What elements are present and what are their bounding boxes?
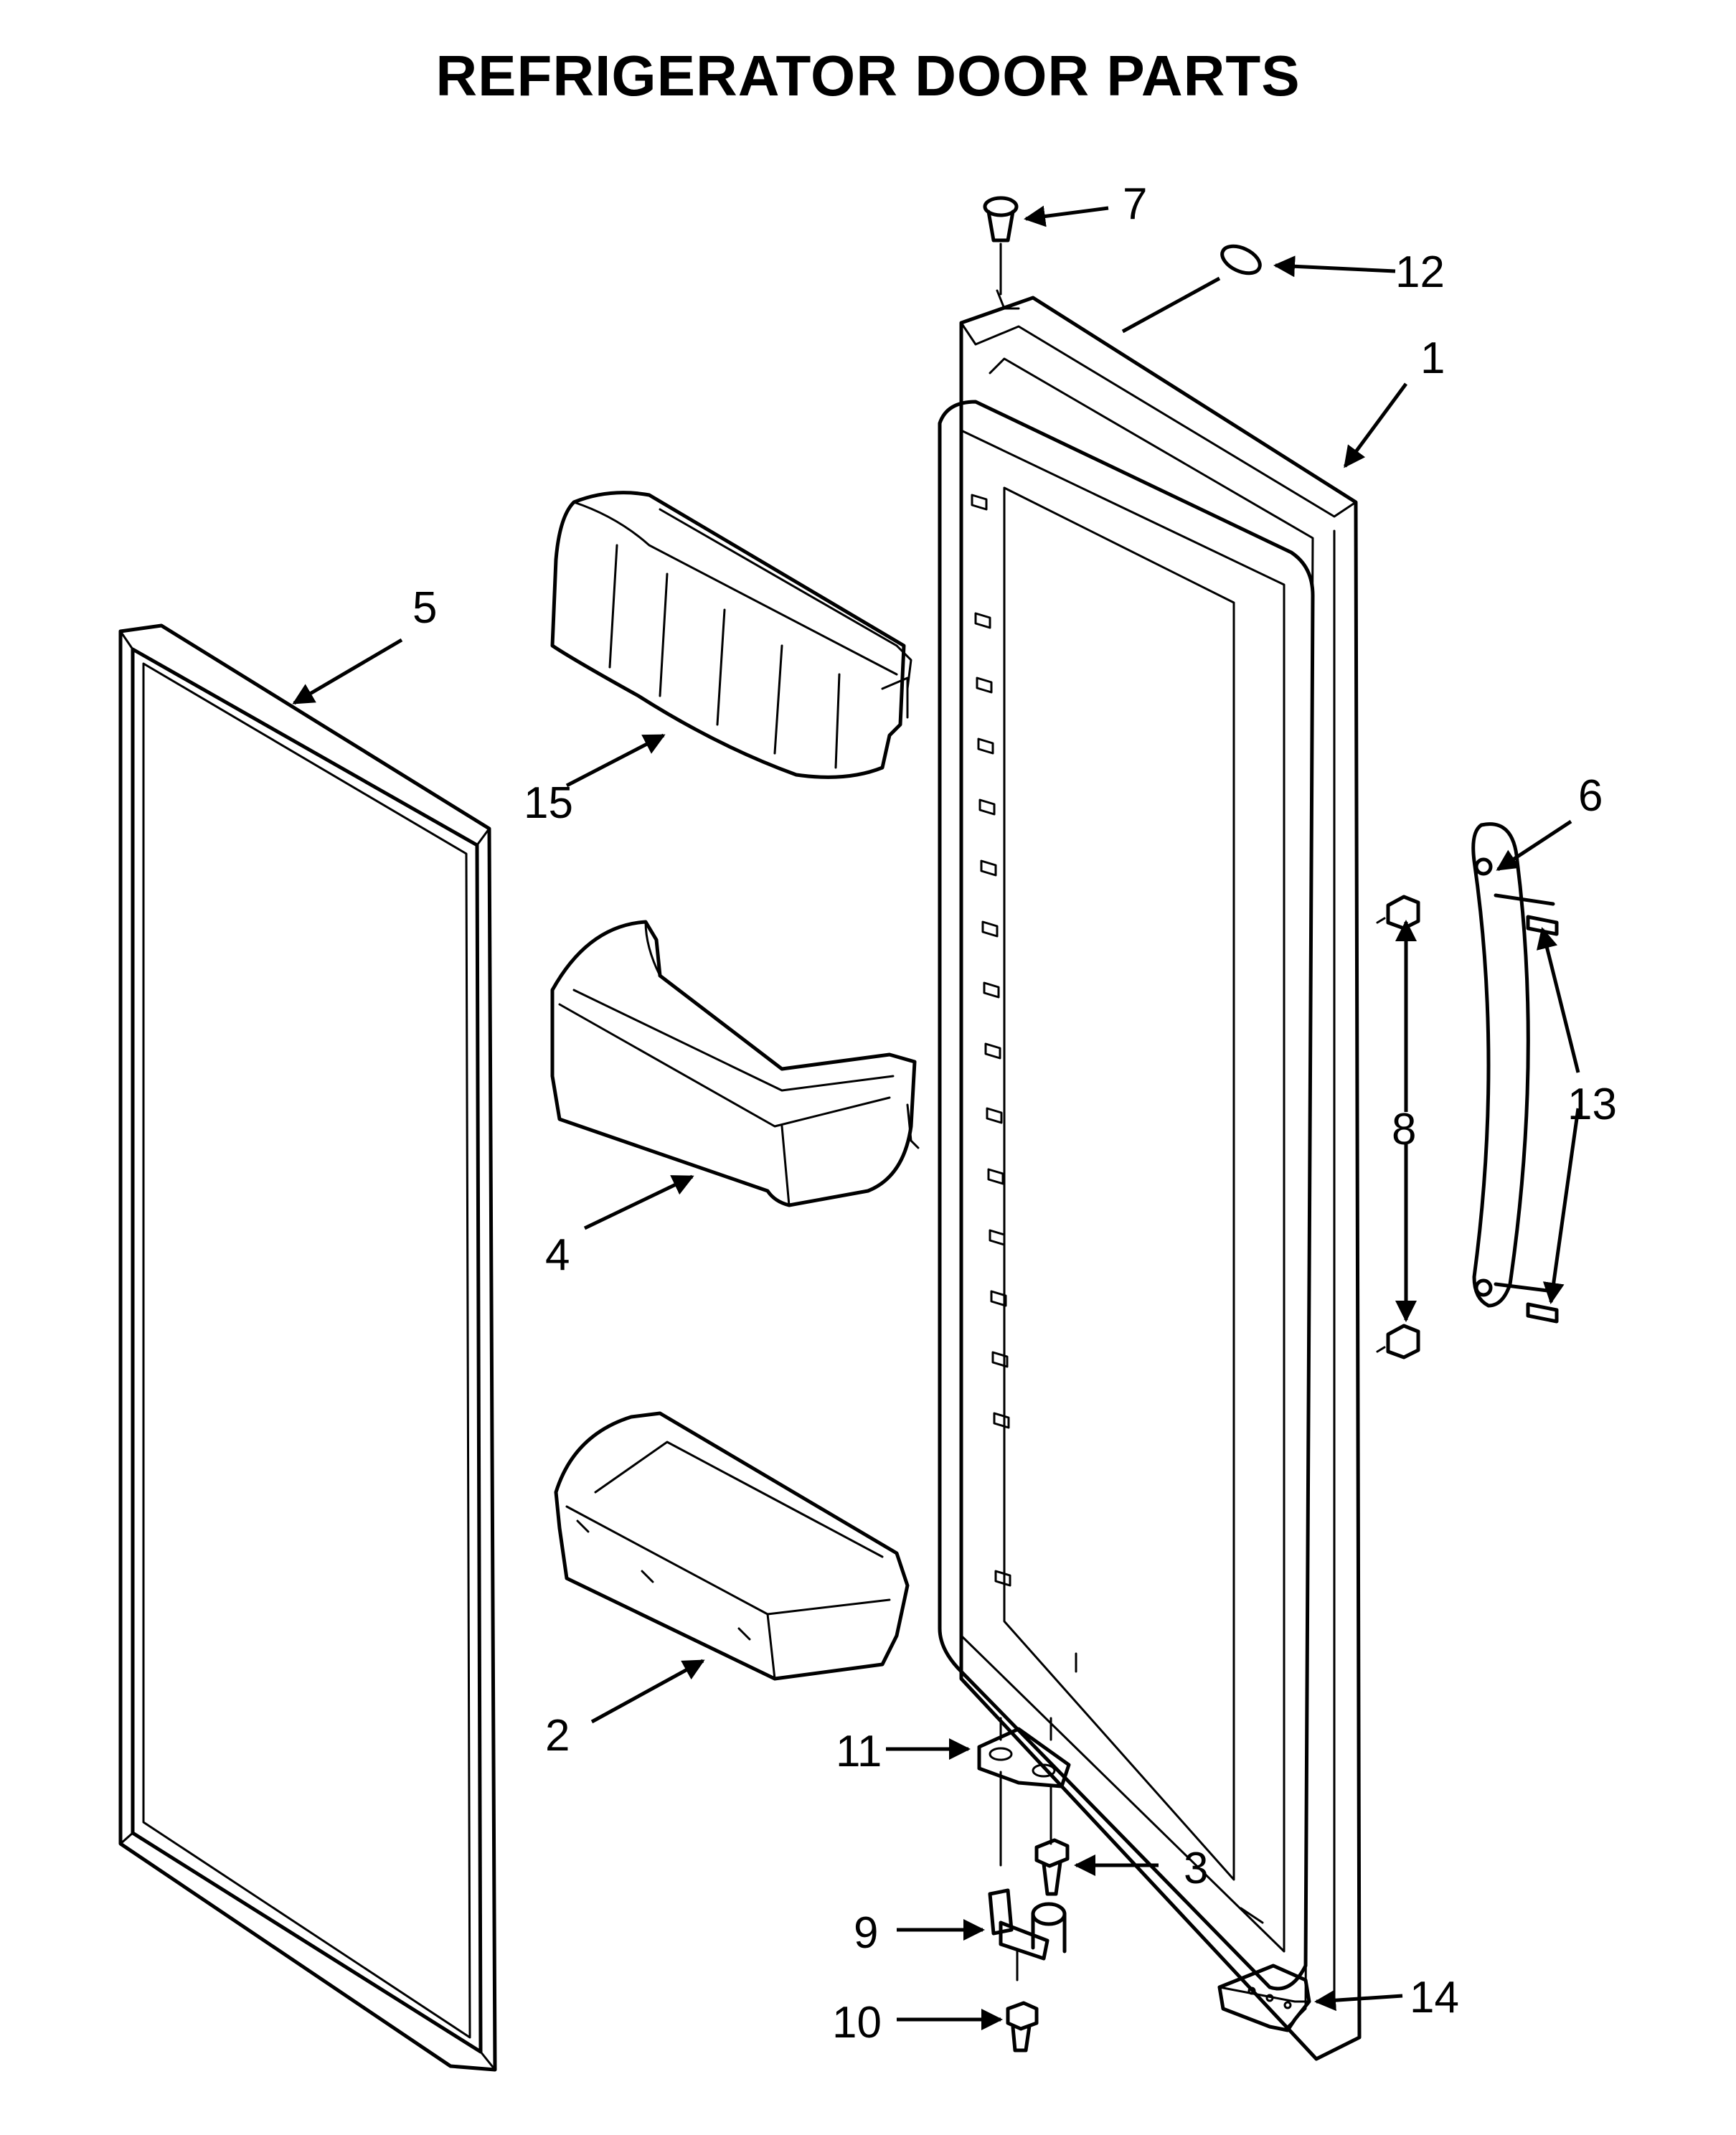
handle-studs-part [1376,895,1420,1359]
lower-door-bin-part [554,1411,910,1681]
callout-6: 6 [1578,771,1603,821]
shelf-clips [971,494,1011,1587]
callout-1: 1 [1420,334,1445,383]
callout-7: 7 [1123,179,1147,229]
callout-13: 13 [1567,1080,1617,1129]
hinge-pin-screw-part [1006,2001,1039,2052]
hinge-screw-part [1034,1838,1070,1896]
hinge-cover-part [1217,1964,1311,2032]
callout-8: 8 [1392,1105,1416,1154]
callout-9: 9 [854,1908,878,1958]
top-hinge-bushing-part [983,196,1020,310]
callout-15: 15 [524,778,573,828]
page-title: REFRIGERATOR DOOR PARTS [435,44,1301,108]
callout-5: 5 [412,583,437,633]
middle-door-bin-part [550,920,920,1207]
callout-4: 4 [545,1230,570,1280]
o-ring-part [1220,244,1262,275]
door-gasket-part [118,623,497,2072]
hinge-shim-part [977,1717,1071,1867]
callout-2: 2 [545,1711,570,1761]
bottom-hinge-part [988,1888,1067,1981]
callout-11: 11 [836,1727,882,1776]
callout-3: 3 [1184,1844,1208,1893]
door-assembly-part [938,296,1362,2061]
set-screws-part [1526,915,1559,1324]
callout-10: 10 [832,1998,882,2047]
callout-12: 12 [1395,248,1445,297]
leader-lines [292,205,1580,2030]
door-handle-part [1471,822,1555,1308]
callout-14: 14 [1410,1973,1459,2022]
upper-bin-with-cover-part [550,491,912,779]
